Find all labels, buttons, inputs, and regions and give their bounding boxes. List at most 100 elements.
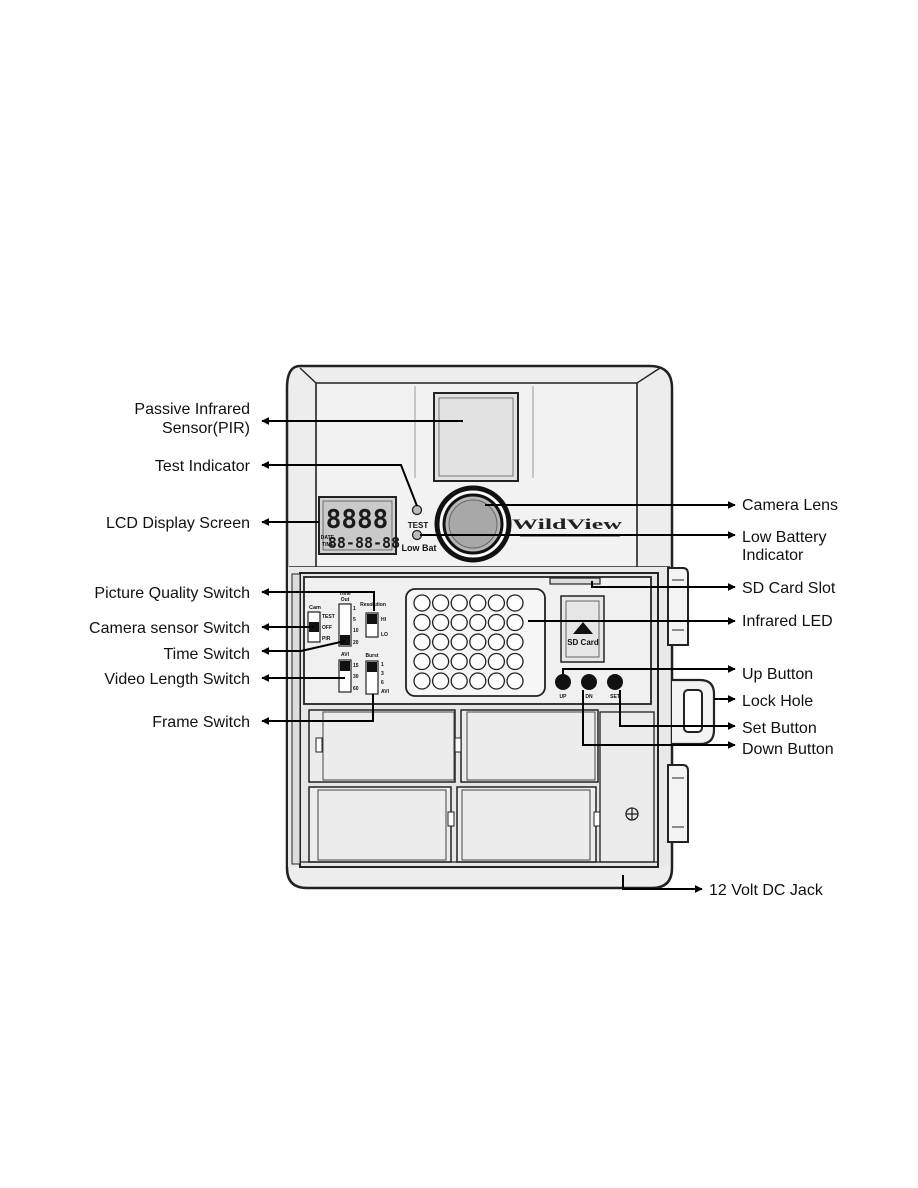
infrared-led-icon: [506, 633, 524, 651]
timeout-switch-title-1: Time: [339, 591, 351, 597]
infrared-led-icon: [469, 613, 487, 632]
burst-switch-slider[interactable]: [367, 662, 377, 672]
timeout-switch-title-2: Out: [341, 597, 350, 603]
infrared-led-icon: [450, 633, 468, 651]
label-set-button: Set Button: [742, 720, 817, 737]
infrared-led-icon: [431, 633, 450, 651]
timeout-switch-slider[interactable]: [340, 635, 350, 645]
infrared-led-icon: [450, 594, 468, 612]
set-button-label: SET: [610, 694, 620, 700]
label-time-switch: Time Switch: [163, 646, 250, 663]
arrow-time-switch: [261, 640, 346, 655]
burst-option-avi: AVI: [381, 689, 390, 695]
infrared-led-icon: [487, 633, 506, 651]
up-button-label: UP: [560, 694, 568, 700]
infrared-led-icon: [487, 613, 506, 632]
control-buttons: UP DN SET: [555, 674, 623, 700]
pir-sensor: [433, 392, 519, 482]
burst-option-1: 1: [381, 662, 384, 668]
infrared-led-array: [405, 588, 546, 697]
cam-option-pir: PIR: [322, 636, 331, 642]
sd-card-slot[interactable]: [549, 577, 601, 585]
cam-switch-title: Cam: [309, 605, 321, 611]
lcd-top-digits: 8888: [326, 505, 389, 535]
label-frame-switch: Frame Switch: [152, 714, 250, 731]
infrared-led-icon: [487, 594, 506, 612]
battery-compartment: [300, 709, 658, 863]
infrared-led-icon: [450, 672, 468, 690]
infrared-led-icon: [506, 672, 524, 690]
arrow-up-button: [562, 665, 736, 674]
callout-labels: Passive Infrared Sensor(PIR) Test Indica…: [89, 401, 838, 899]
infrared-led-icon: [431, 613, 450, 632]
arrow-dc-jack: [622, 875, 703, 893]
label-sd-card-slot: SD Card Slot: [742, 580, 836, 597]
infrared-led-icon: [487, 672, 506, 690]
burst-switch-title: Burst: [365, 653, 378, 659]
label-dc-jack: 12 Volt DC Jack: [709, 882, 824, 899]
down-button-label: DN: [585, 694, 593, 700]
label-down-button: Down Button: [742, 741, 834, 758]
burst-option-3: 3: [381, 671, 384, 677]
up-button[interactable]: [555, 674, 571, 690]
set-button[interactable]: [607, 674, 623, 690]
label-infrared-led: Infrared LED: [742, 613, 833, 630]
infrared-led-icon: [487, 652, 506, 671]
leader-arrows: [261, 417, 736, 893]
test-led-label: TEST: [408, 521, 429, 530]
lcd-display: 8888 DATE TIME 88-88-88: [318, 496, 400, 555]
infrared-led-icon: [506, 652, 524, 671]
avi-option-60: 60: [353, 686, 359, 692]
infrared-led-icon: [413, 613, 431, 632]
arrow-sd-slot: [591, 581, 736, 591]
label-pir-2: Sensor(PIR): [162, 420, 250, 437]
label-low-battery-2: Indicator: [742, 547, 804, 564]
label-test-indicator: Test Indicator: [155, 458, 251, 475]
arrow-up-icon: [573, 622, 593, 634]
arrow-set-button: [619, 690, 736, 730]
timeout-option-1: 1: [353, 606, 356, 612]
label-video-length: Video Length Switch: [104, 671, 250, 688]
cam-option-test: TEST: [322, 614, 335, 620]
infrared-led-icon: [469, 652, 487, 671]
sd-card-label: SD Card: [567, 638, 599, 647]
infrared-led-icon: [450, 652, 468, 671]
infrared-led-icon: [431, 594, 450, 612]
infrared-led-icon: [469, 672, 487, 690]
avi-option-30: 30: [353, 674, 359, 680]
label-lcd-display: LCD Display Screen: [106, 515, 250, 532]
resolution-switch-slider[interactable]: [367, 614, 377, 624]
label-low-battery-1: Low Battery: [742, 529, 826, 546]
infrared-led-icon: [469, 633, 487, 651]
infrared-led-icon: [506, 594, 524, 612]
infrared-led-icon: [431, 672, 450, 690]
switch-block: Cam TEST OFF PIR Time Out 1 5 10 20 Reso…: [307, 591, 390, 695]
infrared-led-icon: [450, 613, 468, 632]
resolution-option-lo: LO: [381, 632, 388, 638]
infrared-led-icon: [506, 613, 524, 632]
label-pir-1: Passive Infrared: [134, 401, 250, 418]
down-button[interactable]: [581, 674, 597, 690]
avi-switch-title: AVI: [341, 652, 350, 658]
brand-logo-text: WildView: [512, 517, 622, 533]
lcd-bottom-digits: 88-88-88: [328, 534, 400, 552]
test-led-icon: [411, 504, 423, 516]
label-picture-quality: Picture Quality Switch: [94, 585, 250, 602]
hinges: [667, 567, 716, 843]
timeout-option-5: 5: [353, 617, 356, 623]
arrow-frame-switch: [261, 694, 374, 725]
arrow-test-indicator: [261, 461, 418, 507]
lcd-time-label: TIME: [322, 542, 335, 548]
led-grid: [413, 594, 524, 690]
infrared-led-icon: [431, 652, 450, 671]
infrared-led-icon: [413, 633, 431, 651]
sd-card: SD Card: [549, 577, 605, 663]
arrow-picture-quality: [261, 588, 375, 611]
infrared-led-icon: [469, 594, 487, 612]
label-camera-sensor: Camera sensor Switch: [89, 620, 250, 637]
cam-option-off: OFF: [322, 625, 332, 631]
avi-switch-slider[interactable]: [340, 661, 350, 671]
infrared-led-icon: [413, 652, 431, 671]
avi-option-15: 15: [353, 663, 359, 669]
